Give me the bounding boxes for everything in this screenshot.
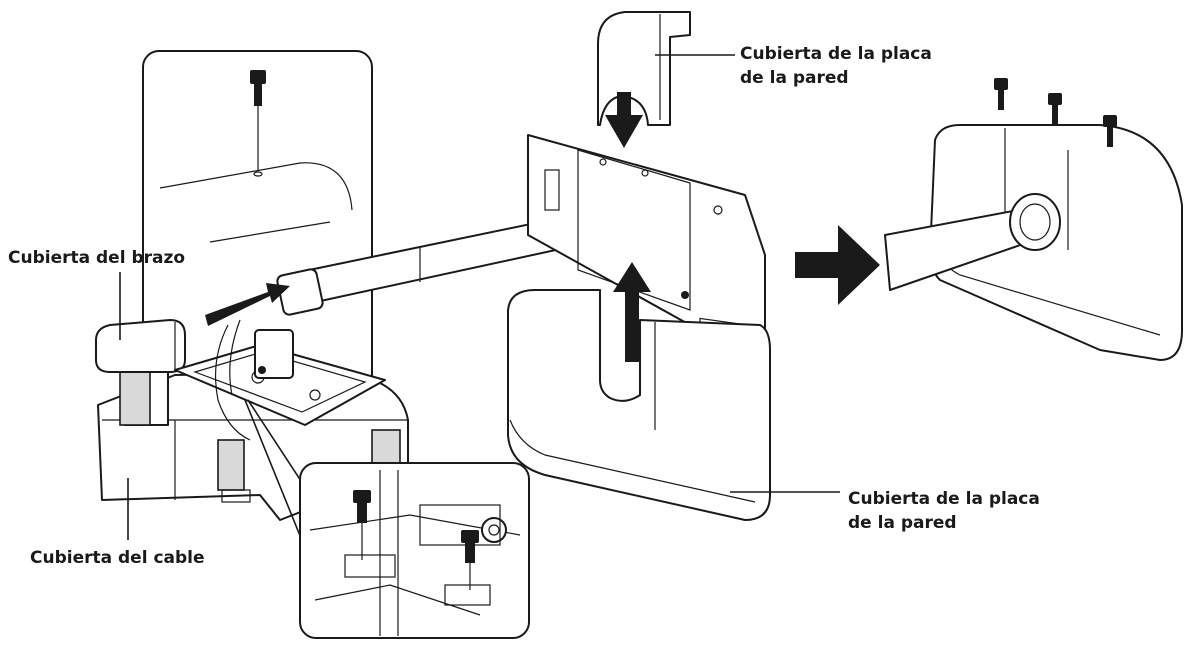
label-arm-cover: Cubierta del brazo <box>8 248 186 268</box>
screw-icon <box>353 490 371 523</box>
wall-plate-cover-top <box>597 11 691 126</box>
screw-icon <box>461 530 479 563</box>
inset-bottom-cable-detail <box>299 462 530 639</box>
label-wall-cover-bottom: Cubierta de la placa de la pared <box>848 489 1040 533</box>
screw-icon <box>994 78 1008 110</box>
screw-icon <box>250 70 266 106</box>
direction-arrow-icon <box>205 283 290 326</box>
assembly-arrow-icon <box>605 92 643 148</box>
screw-icon <box>1103 115 1117 147</box>
arm-cover <box>95 319 186 373</box>
direction-arrow-icon <box>795 225 880 305</box>
assembled-result <box>884 78 1183 361</box>
wall-plate-cover-bottom <box>507 289 771 521</box>
label-cable-cover: Cubierta del cable <box>30 548 205 568</box>
assembly-arrow-icon <box>613 262 651 362</box>
screw-icon <box>1048 93 1062 125</box>
label-wall-cover-top: Cubierta de la placa de la pared <box>740 44 932 88</box>
